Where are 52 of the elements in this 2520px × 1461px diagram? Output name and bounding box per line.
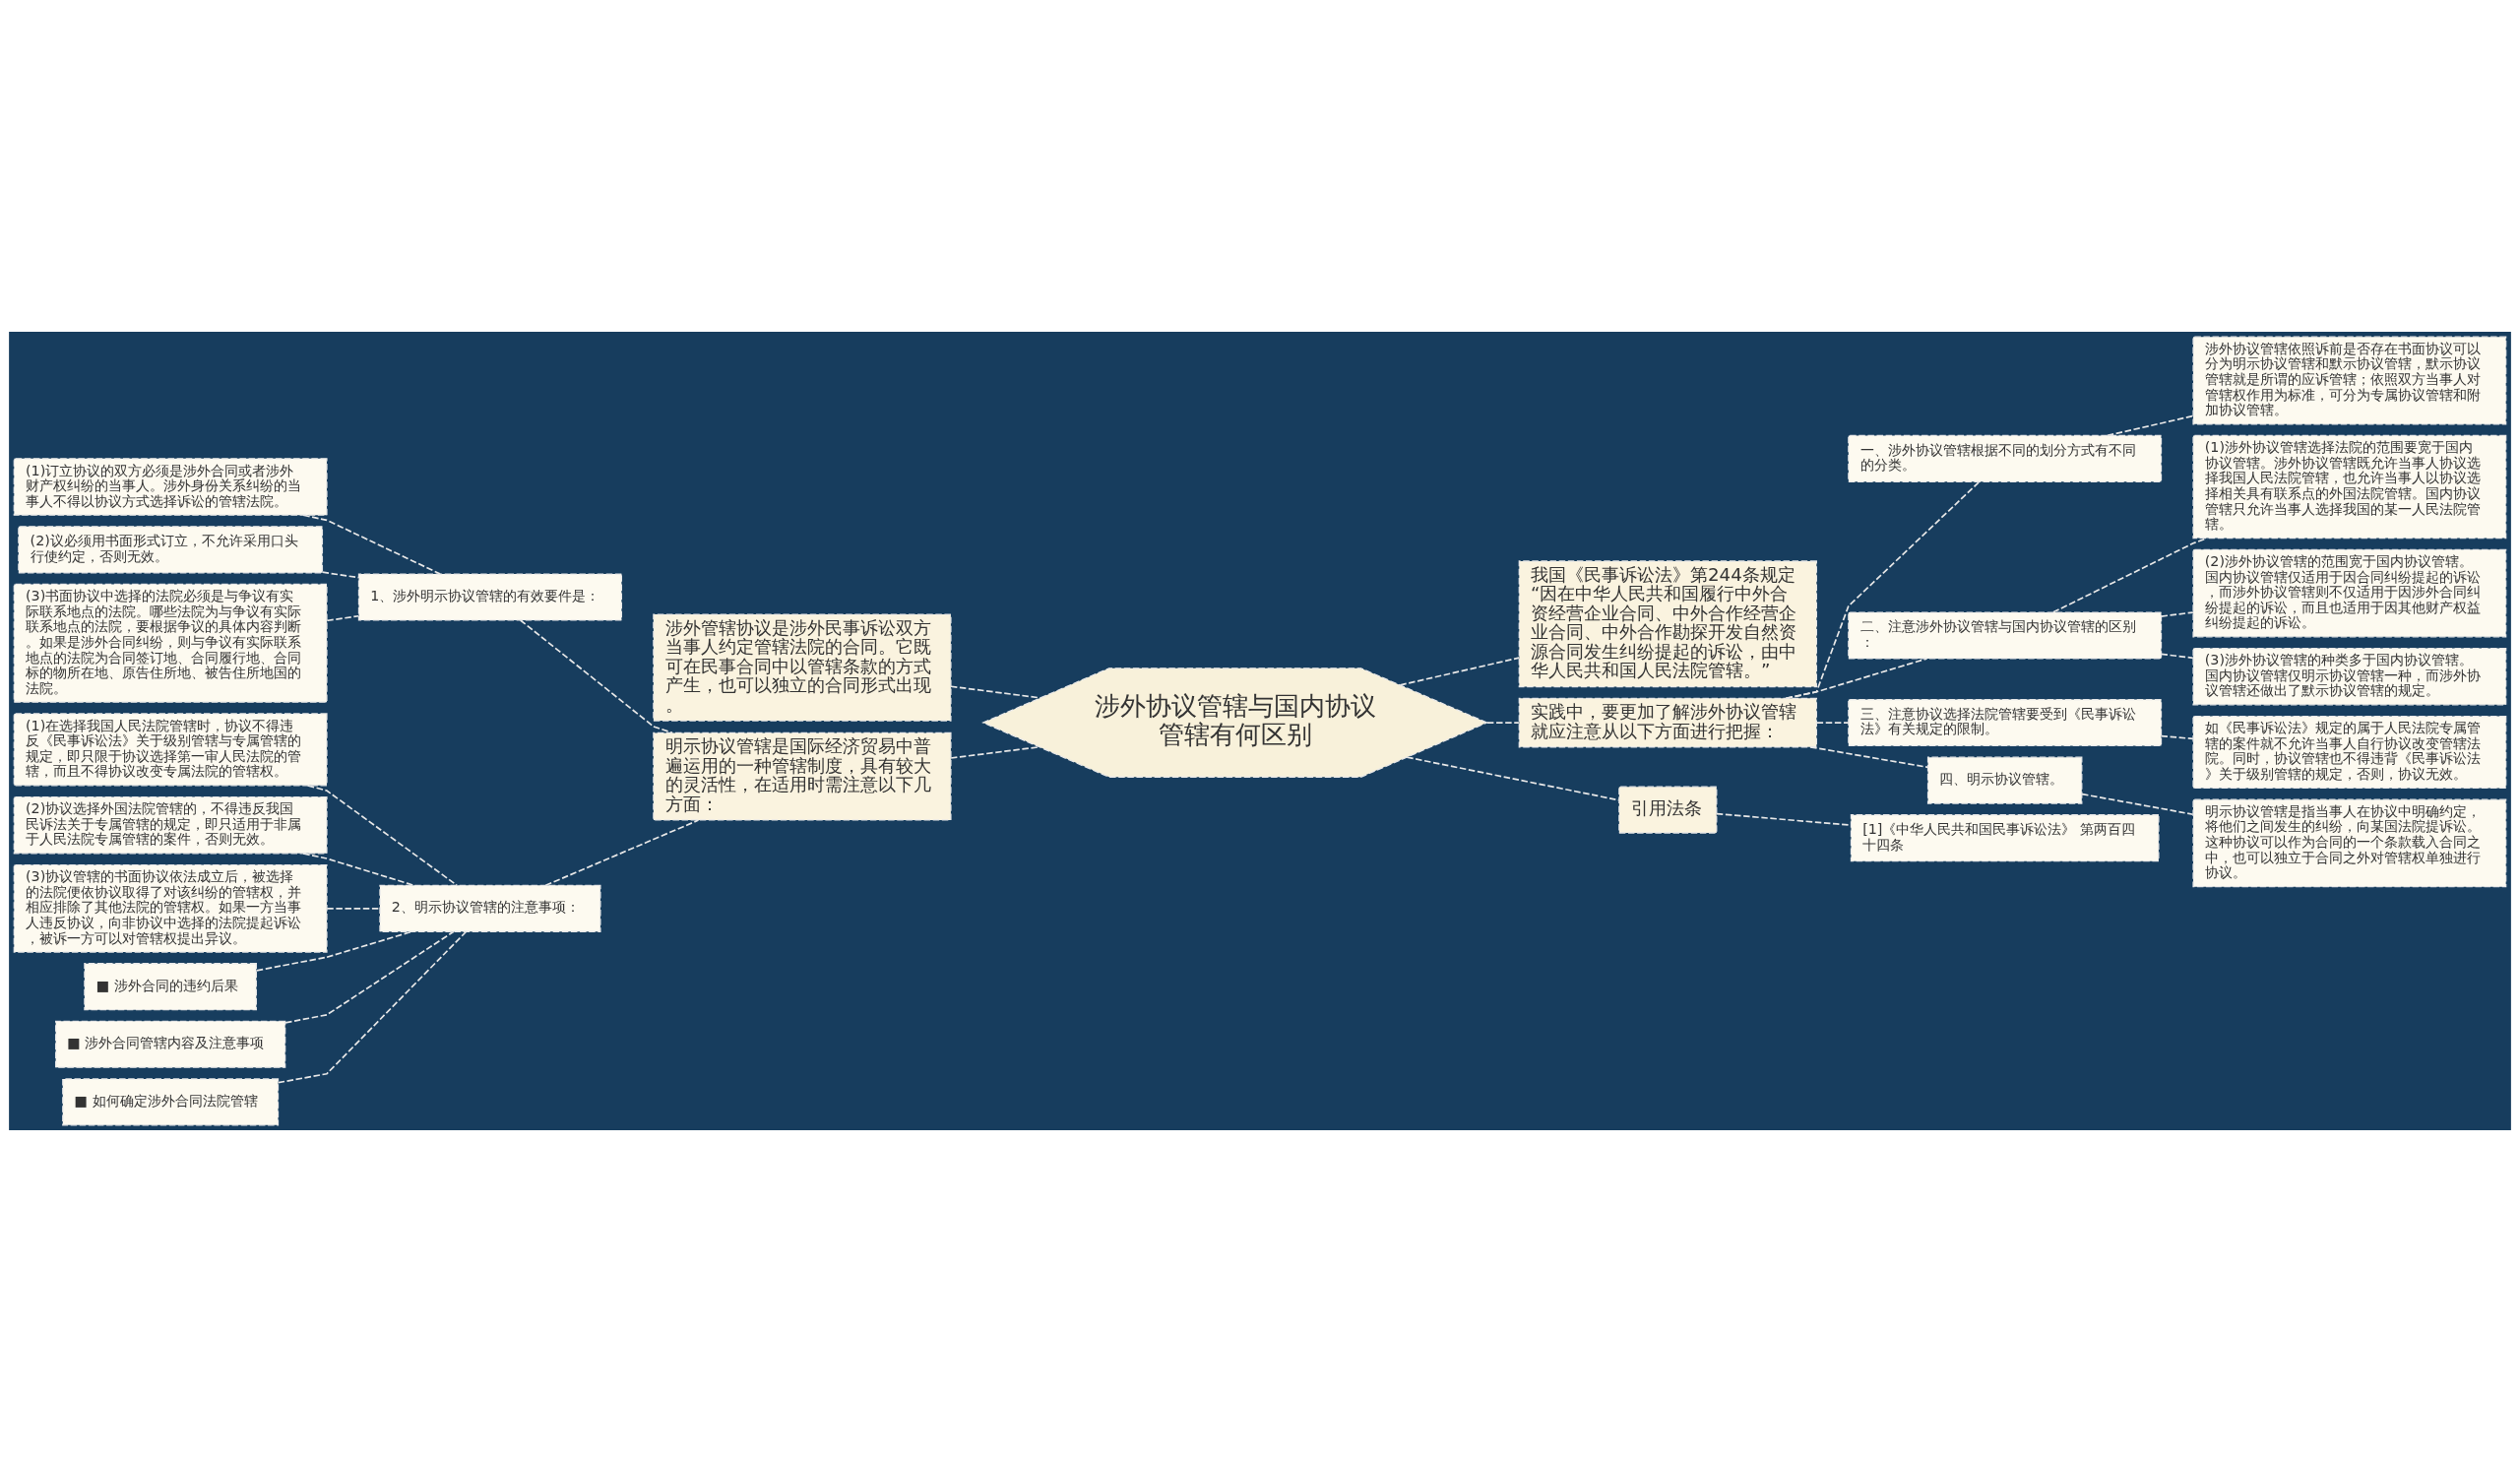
node-box: 明示协议管辖是指当事人在协议中明确约定，将他们之间发生的纠纷，向某国法院提诉讼。这种协议可以作为合同的一个条款载入合同之中，也可以独立于合同之外对管辖权单独进行协议。	[2192, 798, 2507, 887]
node-box: (2)涉外协议管辖的范围宽于国内协议管辖。国内协议管辖仅适用于因合同纠纷提起的诉讼，而涉外协议管辖则不仅适用于因涉外合同纠纷提起的诉讼，而且也适用于因其他财产权益纠纷提起的诉讼。	[2192, 548, 2507, 637]
connector	[2081, 793, 2194, 815]
node-box: ■ 涉外合同的违约后果	[84, 962, 257, 1010]
node-box: (2)议必须用书面形式订立，不允许采用口头行使约定，否则无效。	[18, 525, 324, 573]
connector	[1406, 755, 1620, 801]
connector	[2107, 414, 2194, 436]
connector	[284, 929, 455, 1024]
connector	[326, 614, 359, 621]
connector	[2160, 610, 2194, 617]
node-box: (3)涉外协议管辖的种类多于国内协议管辖。国内协议管辖仅明示协议管辖一种，而涉外协议管辖还做出了默示协议管辖的规定。	[2192, 647, 2507, 705]
node-box: 三、注意协议选择法院管辖要受到《民事诉讼法》有关规定的限制。	[1848, 698, 2163, 746]
node-box: 我国《民事诉讼法》第244条规定“因在中华人民共和国履行中外合资经营企业合同、中外合作经营企业合同、中外合作勘探开发自然资源合同发生纠纷提起的诉讼，由中华人民共和国人民法院管辖。”	[1518, 559, 1817, 687]
node-box: 一、涉外协议管辖根据不同的划分方式有不同的分类。	[1848, 434, 2163, 482]
connector	[1809, 745, 1929, 768]
connector	[544, 818, 700, 886]
connector	[302, 513, 442, 575]
connector	[302, 852, 415, 886]
node-box: [1]《中华人民共和国民事诉讼法》 第两百四十四条	[1850, 813, 2160, 861]
connector	[2160, 653, 2194, 659]
node-box: (3)书面协议中选择的法院必须是与争议有实际联系地点的法院。哪些法院为与争议有实际联系地点的法院，要根据争议的具体内容判断。如果是涉外合同纠纷，则与争议有实际联系地点的法院为合同签订地、合同履行地、合同标的物所在地、原告住所地、被告住所地国的法院。	[13, 583, 328, 703]
connector	[326, 907, 381, 910]
node-box: 2、明示协议管辖的注意事项：	[379, 884, 601, 932]
node-box: (3)协议管辖的书面协议依法成立后，被选择的法院便依协议取得了对该纠纷的管辖权，并相应排除了其他法院的管辖权。如果一方当事人违反协议，向非协议中选择的法院提起诉讼，被诉一方可以对管辖权提出异议。	[13, 863, 328, 953]
connector	[1785, 657, 1928, 699]
node-box: 四、明示协议管辖。	[1926, 756, 2083, 804]
connector	[1785, 480, 1981, 699]
connector	[1399, 656, 1520, 686]
connector	[2052, 537, 2208, 613]
node-box: 实践中，要更加了解涉外协议管辖就应注意从以下方面进行把握：	[1518, 697, 1817, 747]
node-box: 明示协议管辖是国际经济贸易中普遍运用的一种管辖制度，具有较大的灵活性，在适用时需注意以下几方面：	[653, 731, 952, 821]
node-box: (1)在选择我国人民法院管辖时，协议不得违反《民事诉讼法》关于级别管辖与专属管辖的规定，即只限于协议选择第一审人民法院的管辖，而且不得协议改变专属法院的管辖权。	[13, 712, 328, 786]
node-box: 涉外管辖协议是涉外民事诉讼双方当事人约定管辖法院的合同。它既可在民事合同中以管辖条款的方式产生，也可以独立的合同形式出现。	[653, 612, 952, 722]
connector	[255, 930, 412, 972]
connector	[2160, 734, 2194, 739]
node-box: (1)涉外协议管辖选择法院的范围要宽于国内协议管辖。涉外协议管辖既允许当事人协议选择我国人民法院管辖，也允许当事人以协议选择相关具有联系点的外国法院管辖。国内协议管辖只允许当事人选择我国的某一人民法院管辖。	[2192, 434, 2507, 539]
node-box: 如《民事诉讼法》规定的属于人民法院专属管辖的案件就不允许当事人自行协议改变管辖法院。同时，协议管辖也不得违背《民事诉讼法》关于级别管辖的规定，否则，协议无效。	[2192, 715, 2507, 789]
connector	[519, 618, 673, 733]
node-box: ■ 如何确定涉外合同法院管辖	[62, 1077, 280, 1125]
connector	[277, 930, 468, 1084]
node-box: (2)协议选择外国法院管辖的，不得违反我国民诉法关于专属管辖的规定，即只适用于非属于人民法院专属管辖的案件，否则无效。	[13, 795, 328, 854]
connector	[1485, 721, 1520, 724]
connector	[950, 745, 1040, 759]
connector	[306, 784, 458, 886]
node-box: 二、注意涉外协议管辖与国内协议管辖的区别：	[1848, 610, 2163, 660]
connector	[1815, 721, 1850, 724]
node-box: 1、涉外明示协议管辖的有效要件是：	[357, 572, 622, 621]
connector	[950, 684, 1041, 699]
node-box: (1)订立协议的双方必须是涉外合同或者涉外财产权纠纷的当事人。涉外身份关系纠纷的当事人不得以协议方式选择诉讼的管辖法院。	[13, 457, 328, 516]
node-box: ■ 涉外合同管辖内容及注意事项	[55, 1020, 286, 1068]
node-box: 引用法条	[1618, 786, 1718, 834]
node-box: 涉外协议管辖依照诉前是否存在书面协议可以分为明示协议管辖和默示协议管辖，默示协议管辖就是所谓的应诉管辖；依照双方当事人对管辖权作用为标准，可分为专属协议管辖和附加协议管辖。	[2192, 336, 2507, 424]
